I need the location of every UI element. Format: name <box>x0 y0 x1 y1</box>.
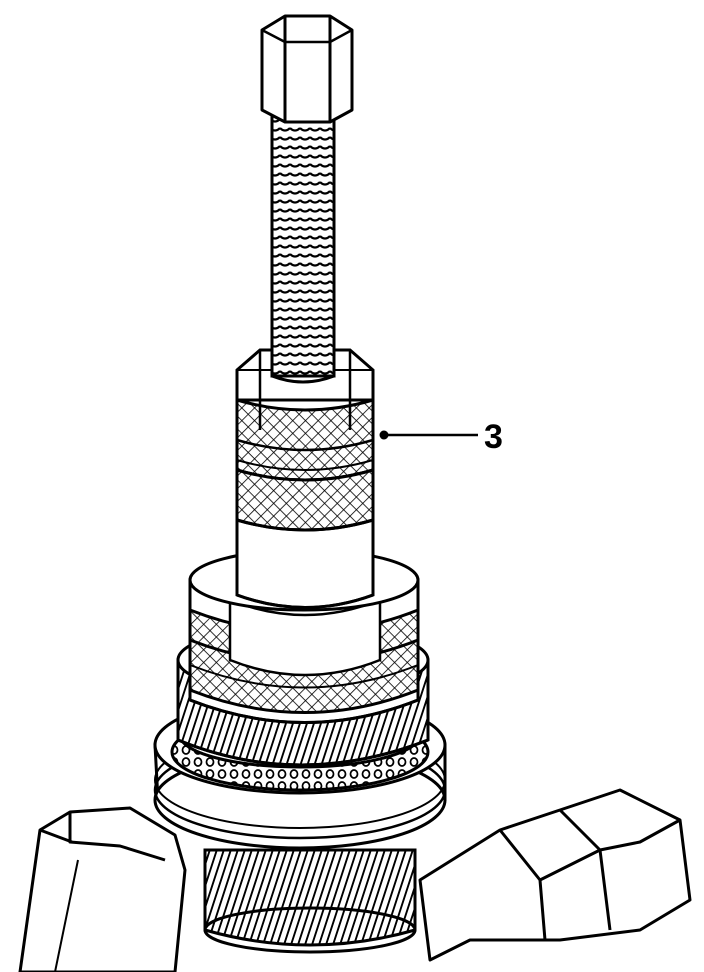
puller-sleeve <box>235 348 375 609</box>
callout-number: 3 <box>484 418 503 456</box>
gear-assembly <box>153 624 447 850</box>
vise <box>18 788 692 972</box>
lower-gear <box>203 848 417 954</box>
hex-head <box>260 14 354 124</box>
threaded-spindle <box>270 106 336 384</box>
callout-3: 3 <box>379 418 503 456</box>
